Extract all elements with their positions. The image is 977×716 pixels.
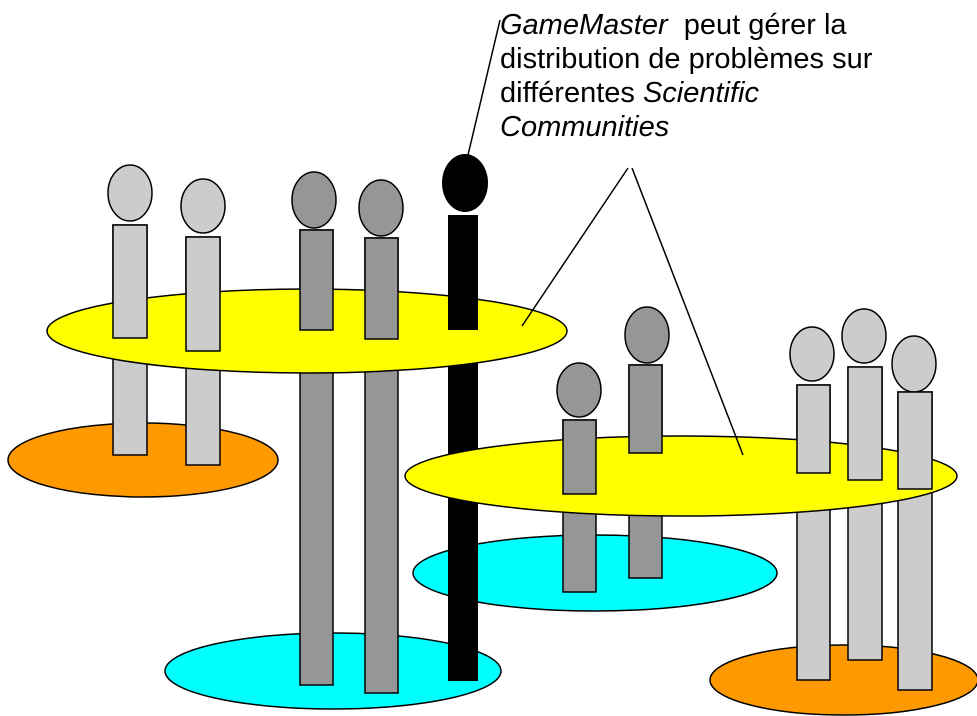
orange-disc-right <box>709 644 977 716</box>
agent-head <box>624 306 670 364</box>
agent-head <box>841 308 887 364</box>
callout-line-gamemaster <box>467 19 501 156</box>
agent-head <box>789 326 835 382</box>
agent-head <box>291 171 337 229</box>
callout-line-community-right <box>631 167 744 456</box>
scientific-term: Scientific <box>642 77 759 109</box>
agent-head <box>180 178 226 234</box>
agents-left-upper <box>112 215 478 352</box>
annotation-line2-text: distribution de problèmes sur <box>500 43 873 75</box>
agent-head <box>358 179 404 237</box>
gamemaster-head <box>442 154 488 212</box>
agent-right-3 <box>891 335 937 691</box>
agent-head <box>107 164 153 222</box>
agents-right-upper <box>562 364 933 495</box>
communities-term: Communities <box>500 111 670 143</box>
annotation-line3-text: différentes <box>500 77 643 109</box>
callout-line-community-left <box>521 167 629 327</box>
gamemaster-term: GameMaster <box>500 9 668 41</box>
agent-head <box>891 335 937 393</box>
agent-head <box>556 362 602 418</box>
callout-annotation: GameMaster peut gérer la distribution de… <box>500 8 970 144</box>
annotation-line1-text: peut gérer la <box>667 9 847 41</box>
